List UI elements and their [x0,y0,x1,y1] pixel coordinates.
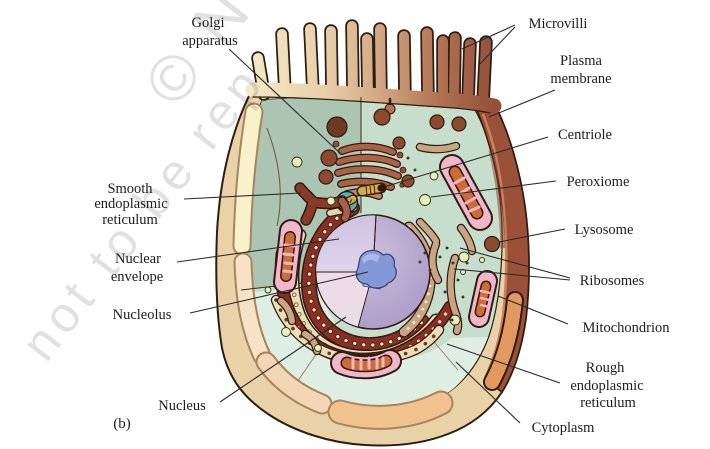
mitochondrion-shape-bottom [330,349,402,380]
lysosome-shape [318,108,501,253]
lysosome-labeled [483,235,501,253]
nucleus-shape [315,214,431,330]
plasma-membrane-label-2: membrane [550,71,611,87]
lysosome-label: Lysosome [575,222,634,238]
leader-line [488,89,556,118]
leader-line [497,295,569,325]
mitochondrion-label: Mitochondrion [583,320,671,336]
label-centriole: Centriole [383,127,612,188]
label-microvilli: Microvilli [461,16,588,65]
leader-line [219,316,347,403]
golgi-apparatus-label: Golgi [191,15,224,31]
rough-er-label-3: reticulum [580,395,636,411]
leader-line [176,238,340,263]
leader-line [383,136,549,188]
label-golgi-apparatus: Golgi apparatus [182,15,342,155]
leader-line [453,247,571,281]
ribosomes-label: Ribosomes [580,273,645,289]
nuclear-envelope-label-2: envelope [111,269,163,285]
mitochondrion-shape-right [468,270,498,328]
microvilli-fills [253,21,491,108]
peroxisome-shape [264,156,485,352]
smooth-er-label-3: reticulum [102,212,158,228]
label-ribosomes: Ribosomes [453,247,645,289]
golgi-apparatus-shape [332,140,407,200]
nuclear-envelope-label: Nuclear [115,251,161,267]
label-rough-endoplasmic-reticulum: Rough endoplasmic reticulum [446,343,644,411]
nucleus-label: Nucleus [158,398,206,414]
leader-line [455,361,521,424]
label-smooth-endoplasmic-reticulum: Smooth endoplasmic reticulum [94,181,302,228]
cytoplasm-label: Cytoplasm [532,420,596,436]
panel-label: (b) [113,416,131,432]
leader-line [498,228,566,243]
leader-line [446,343,561,384]
label-plasma-membrane: Plasma membrane [488,53,612,118]
nucleolus-label: Nucleolus [113,307,172,323]
label-lysosome: Lysosome [498,222,634,243]
label-peroxiome: Peroxiome [430,174,630,198]
label-nuclear-envelope: Nuclear envelope [111,238,340,285]
nucleolus-shape [355,249,397,290]
leader-line [189,271,369,314]
rough-er-label-2: endoplasmic [570,378,643,394]
nucleus-cut-floor [315,271,374,328]
leader-line [461,24,516,65]
label-cytoplasm: Cytoplasm [455,361,596,436]
mitochondrion-shape-left [273,219,303,294]
microvilli-shape [245,19,502,115]
label-nucleus: Nucleus [158,316,347,414]
centriole-label: Centriole [558,127,612,143]
rough-er-label: Rough [586,360,625,376]
leader-line [228,48,342,155]
ribosome-dots [406,156,469,322]
plasma-membrane-label: Plasma [560,53,602,69]
peroxiome-label: Peroxiome [567,174,630,190]
leader-line [183,192,302,200]
er-tubule-fragments [276,141,477,356]
smooth-er-label: Smooth [107,181,153,197]
plasma-membrane-shape [475,104,530,394]
cytoskeleton-filament [266,127,281,227]
microvilli-base-edge [252,96,491,114]
leader-line [430,180,557,198]
microvilli-base-band [245,82,502,114]
smooth-er-label-2: endoplasmic [94,196,167,212]
label-mitochondrion: Mitochondrion [497,295,671,336]
microvilli-label: Microvilli [529,16,588,32]
cell-wall-segments [232,102,454,430]
label-nucleolus: Nucleolus [113,271,369,323]
golgi-apparatus-label-2: apparatus [182,33,238,49]
